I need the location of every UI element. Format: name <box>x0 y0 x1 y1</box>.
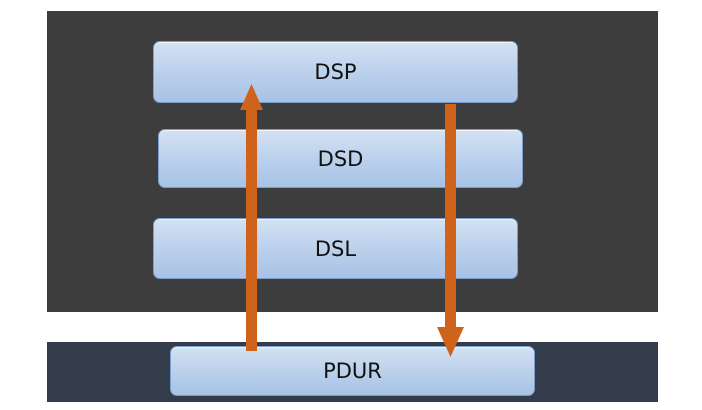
dsd-label: DSD <box>317 146 364 171</box>
dsp-label: DSP <box>314 60 357 84</box>
pdur-label: PDUR <box>323 359 382 383</box>
dsl-box: DSL <box>153 218 518 279</box>
dsp-box: DSP <box>153 41 518 103</box>
dsd-box: DSD <box>158 129 523 188</box>
pdur-box: PDUR <box>170 346 535 396</box>
dsl-label: DSL <box>314 236 357 261</box>
